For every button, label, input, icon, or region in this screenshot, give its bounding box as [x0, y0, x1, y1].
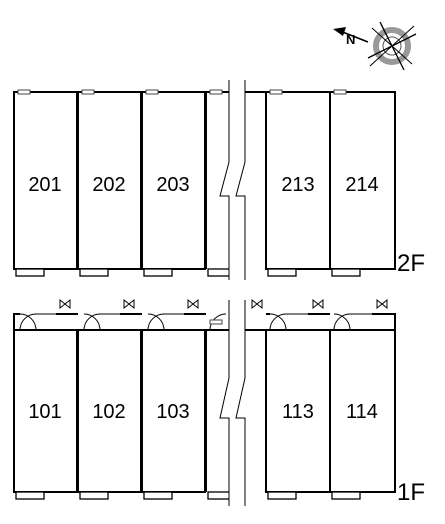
unit-label: 113	[282, 401, 314, 423]
window	[209, 319, 223, 325]
unit-label: 201	[28, 174, 61, 196]
balcony	[15, 268, 45, 277]
floor-2f: 201 202 203 213 214 2F	[13, 80, 425, 280]
balcony	[207, 268, 231, 277]
window	[209, 89, 223, 95]
compass-line	[369, 25, 415, 67]
unit-214	[330, 91, 396, 270]
unit-partial-left	[205, 329, 229, 492]
unit-label: 114	[346, 401, 378, 423]
unit-label: 214	[345, 174, 378, 196]
balcony	[267, 491, 297, 500]
break-gap	[229, 300, 245, 506]
door-swing	[19, 313, 37, 331]
balconies-2f	[15, 268, 361, 277]
meter-symbols	[59, 298, 388, 310]
floor-label-1f: 1F	[397, 479, 425, 506]
meter-icon	[312, 298, 324, 310]
door-swing	[269, 313, 287, 331]
break-line	[235, 80, 246, 280]
compass: N	[333, 21, 417, 71]
floor-label-2f: 2F	[397, 250, 425, 277]
break-line	[219, 300, 230, 506]
door-swing	[83, 313, 101, 331]
unit-213	[265, 91, 331, 270]
balcony	[79, 268, 109, 277]
window	[269, 89, 283, 95]
unit-113	[265, 329, 331, 493]
floor-1f: 101 102 103 113 114 1F	[13, 298, 425, 506]
north-arrow-shaft	[339, 30, 369, 43]
break-line-2f	[219, 80, 246, 280]
door-swing	[19, 313, 37, 331]
balcony	[143, 491, 173, 500]
balcony	[79, 491, 109, 500]
unit-202	[77, 91, 142, 270]
window	[333, 89, 347, 95]
balcony	[15, 491, 45, 500]
meter-icon	[123, 298, 135, 310]
balcony	[267, 268, 297, 277]
unit-partial-right	[245, 91, 267, 269]
door-swing	[333, 313, 351, 331]
unit-103	[141, 329, 206, 493]
unit-201	[13, 91, 78, 270]
doors-1f	[19, 313, 372, 331]
north-arrow-icon	[333, 27, 346, 36]
door-swing	[147, 313, 165, 331]
meter-icon	[251, 298, 263, 310]
break-gap	[229, 80, 245, 280]
meter-icon	[187, 298, 199, 310]
unit-114	[330, 329, 396, 493]
door-swing	[333, 313, 351, 331]
door-swing	[147, 313, 165, 331]
ledge	[13, 313, 20, 330]
window	[81, 89, 95, 95]
unit-label: 213	[281, 174, 314, 196]
unit-102	[77, 329, 142, 493]
meter-icon	[376, 298, 388, 310]
balcony	[207, 491, 231, 500]
windows-top-2f	[17, 89, 347, 95]
door-swing	[209, 313, 227, 331]
unit-partial-left	[205, 91, 229, 269]
compass-ring	[373, 27, 411, 65]
unit-partial-right	[245, 329, 267, 492]
balconies-1f	[15, 491, 361, 500]
balcony	[331, 491, 361, 500]
door-swing	[83, 313, 101, 331]
unit-101	[13, 329, 78, 493]
break-line	[219, 80, 230, 280]
break-line-1f	[219, 300, 246, 506]
balcony	[331, 268, 361, 277]
break-line	[235, 300, 246, 506]
window	[17, 89, 31, 95]
balcony	[143, 268, 173, 277]
door-swing	[269, 313, 287, 331]
unit-label: 203	[156, 174, 189, 196]
ledge	[372, 313, 396, 330]
unit-label: 103	[156, 401, 189, 423]
unit-label: 101	[28, 401, 61, 423]
meter-icon	[59, 298, 71, 310]
window	[145, 89, 159, 95]
north-letter: N	[346, 32, 355, 47]
windows-1f	[209, 319, 223, 325]
unit-label: 102	[92, 401, 125, 423]
unit-label: 202	[92, 174, 125, 196]
entrance-ledge	[13, 313, 396, 330]
